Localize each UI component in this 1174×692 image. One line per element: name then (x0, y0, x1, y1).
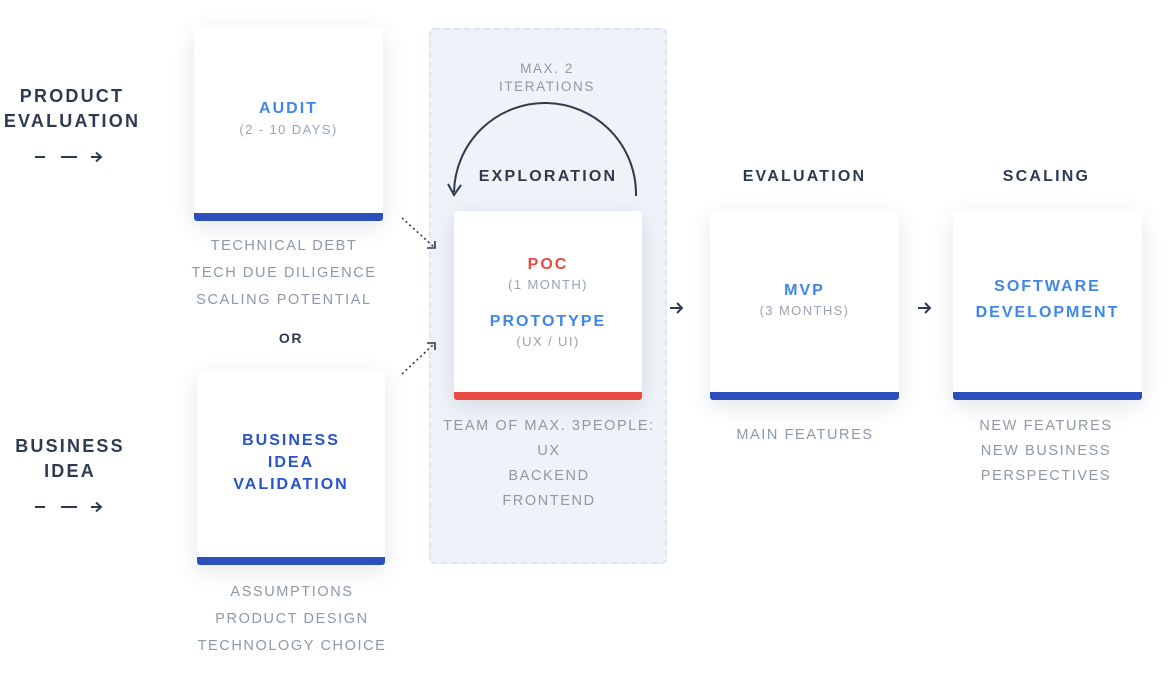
audit-duration: (2 - 10 DAYS) (239, 121, 338, 137)
mvp-title: MVP (784, 281, 825, 299)
poc-duration: (1 MONTH) (508, 277, 588, 292)
validation-title: BUSINESS IDEA VALIDATION (233, 432, 349, 493)
list-item: TECH DUE DILIGENCE (191, 265, 377, 281)
poc-title: POC (527, 256, 569, 273)
prototype-scope: (UX / UI) (516, 334, 580, 349)
list-item: MAIN FEATURES (736, 427, 874, 443)
list-item: NEW BUSINESS (980, 443, 1112, 459)
exploration-heading: EXPLORATION (478, 168, 618, 185)
evaluation-heading: EVALUATION (742, 168, 867, 185)
loop-arrow-icon (447, 102, 638, 197)
mvp-duration: (3 MONTHS) (759, 302, 850, 318)
business-idea-label: BUSINESS IDEA (15, 436, 125, 481)
scaling-heading: SCALING (1002, 168, 1091, 185)
mvp-card: MVP (3 MONTHS) (710, 211, 899, 400)
list-item: BACKEND (508, 468, 590, 484)
iterations-label: MAX. 2 ITERATIONS (498, 61, 595, 94)
right-arrow-icon (670, 302, 684, 314)
right-arrow-icon (918, 302, 932, 314)
dashed-arrow-icon (35, 151, 103, 163)
list-item: FRONTEND (502, 493, 596, 509)
software-development-title: SOFTWARE DEVELOPMENT (975, 277, 1120, 321)
team-items: TEAM OF MAX. 3PEOPLE: UX BACKEND FRONTEN… (440, 414, 658, 514)
list-item: SCALING POTENTIAL (196, 292, 372, 308)
or-label: OR (278, 330, 304, 346)
dashed-arrow-icon (35, 501, 103, 513)
poc-card: POC (1 MONTH) PROTOTYPE (UX / UI) (454, 211, 642, 400)
product-evaluation-label: PRODUCT EVALUATION (3, 86, 141, 131)
dotted-arrow-icon (401, 217, 436, 249)
card-accent-bar (454, 392, 642, 400)
card-accent-bar (194, 213, 383, 221)
prototype-title: PROTOTYPE (489, 313, 607, 330)
list-item: UX (537, 443, 561, 459)
validation-card: BUSINESS IDEA VALIDATION (197, 371, 385, 565)
validation-items: ASSUMPTIONS PRODUCT DESIGN TECHNOLOGY CH… (192, 579, 392, 660)
scaling-items: NEW FEATURES NEW BUSINESS PERSPECTIVES (941, 414, 1151, 489)
dotted-arrow-icon (401, 342, 436, 375)
audit-card: AUDIT (2 - 10 DAYS) (194, 27, 383, 221)
evaluation-items: MAIN FEATURES (700, 422, 910, 449)
list-item: TECHNICAL DEBT (210, 238, 358, 254)
audit-items: TECHNICAL DEBT TECH DUE DILIGENCE SCALIN… (184, 233, 384, 314)
list-item: TECHNOLOGY CHOICE (197, 638, 387, 654)
list-item: ASSUMPTIONS (230, 584, 354, 600)
list-item: TEAM OF MAX. 3PEOPLE: (443, 418, 655, 434)
audit-title: AUDIT (259, 99, 318, 117)
list-item: NEW FEATURES (979, 418, 1113, 434)
list-item: PERSPECTIVES (980, 468, 1112, 484)
card-accent-bar (197, 557, 385, 565)
list-item: PRODUCT DESIGN (215, 611, 369, 627)
software-development-card: SOFTWARE DEVELOPMENT (953, 211, 1142, 400)
card-accent-bar (953, 392, 1142, 400)
card-accent-bar (710, 392, 899, 400)
